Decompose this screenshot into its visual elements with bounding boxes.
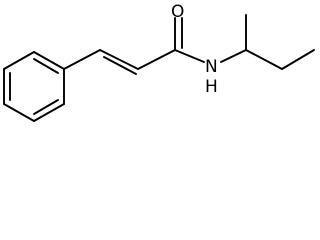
oxygen-atom-label: O (171, 2, 184, 22)
vinyl-to-carbonyl-bond (137, 49, 176, 70)
ring-bond (3, 103, 35, 122)
structure-canvas: O N H (3, 2, 315, 122)
ring-bond (33, 51, 65, 70)
hydrogen-atom-label: H (205, 77, 218, 97)
ring-bond (33, 103, 65, 122)
ring-inner-bond (33, 58, 59, 74)
ring-inner-bond (33, 99, 59, 115)
nitrogen-to-alkyl-bond (220, 49, 247, 63)
ethyl-terminal-bond (281, 49, 315, 70)
nitrogen-atom-label: N (205, 57, 218, 77)
ring-bond (3, 51, 35, 70)
ring-to-vinyl-bond (63, 49, 101, 70)
vinyl-double-bond-inner (103, 56, 137, 75)
alkyl-chain-bond (245, 49, 283, 70)
vinyl-double-bond (99, 49, 139, 70)
benzene-ring (3, 51, 65, 122)
carbonyl-to-nitrogen-bond (174, 49, 205, 63)
molecule-drawing: O N H (3, 2, 315, 122)
